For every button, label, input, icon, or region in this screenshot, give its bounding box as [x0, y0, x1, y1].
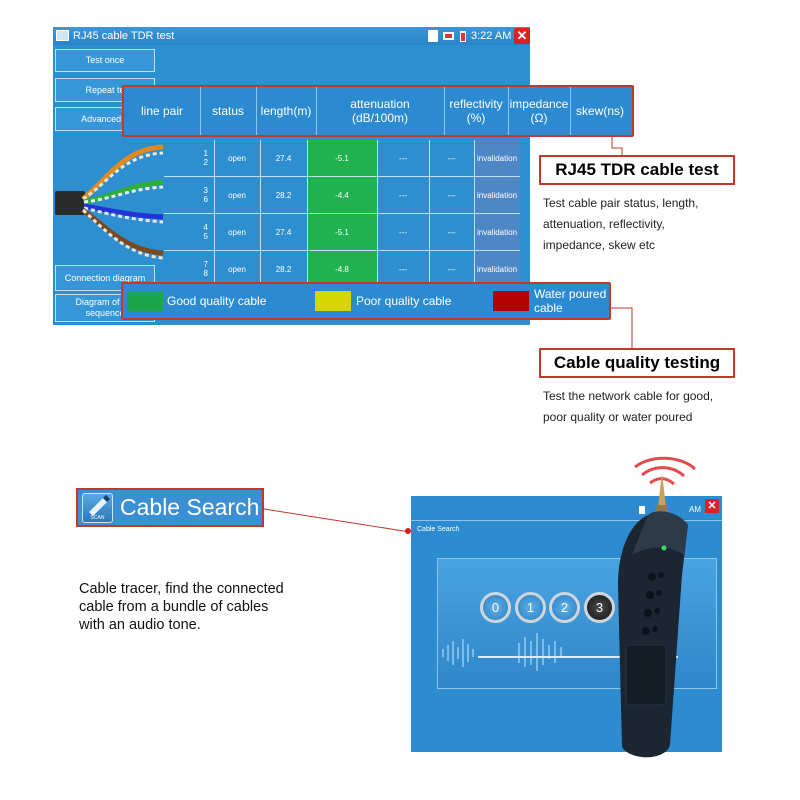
pair-pin-a: 7: [203, 260, 208, 269]
impedance-cell: invalidation: [474, 140, 520, 176]
column-header: line pair: [124, 87, 201, 135]
column-header: length(m): [256, 87, 317, 135]
tdr-test-screen: RJ45 cable TDR test 3:22 AM ✕ Test once …: [53, 27, 530, 325]
water-poured-swatch: [493, 291, 529, 311]
sd-card-icon: [639, 506, 645, 514]
quality-test-description: Test the network cable for good, poor qu…: [543, 389, 714, 424]
impedance-r-cell: ---: [447, 264, 456, 274]
column-divider: [474, 140, 475, 288]
scan-icon: SCAN: [82, 493, 113, 523]
status-cell: open: [228, 227, 246, 237]
attenuation-cell: -4.4: [307, 177, 377, 213]
column-header: reflectivity (%): [444, 87, 509, 135]
column-divider: [377, 140, 378, 288]
reflectivity-cell: ---: [399, 227, 407, 237]
reflectivity-cell: ---: [399, 190, 407, 200]
length-cell: 28.2: [275, 190, 292, 200]
close-icon[interactable]: ✕: [514, 28, 530, 44]
good-quality-label: Good quality cable: [167, 294, 267, 308]
status-cell: open: [228, 153, 246, 163]
length-cell: 27.4: [275, 153, 292, 163]
impedance-cell: invalidation: [474, 251, 520, 287]
close-icon[interactable]: ✕: [705, 499, 719, 513]
pair-pin-b: 6: [203, 195, 208, 204]
poor-quality-label: Poor quality cable: [356, 294, 452, 308]
sd-card-icon: [428, 30, 438, 42]
pair-pin-b: 2: [203, 158, 208, 167]
column-header: status: [200, 87, 257, 135]
row-divider: [164, 213, 520, 214]
pair-pin-a: 1: [203, 149, 208, 158]
tdr-title-bar: RJ45 cable TDR test 3:22 AM ✕: [53, 27, 530, 45]
column-divider: [260, 140, 261, 288]
cable-search-label: Cable Search: [120, 494, 260, 520]
poor-quality-swatch: [315, 291, 351, 311]
impedance-cell: invalidation: [474, 177, 520, 213]
channel-0-button[interactable]: 0: [480, 592, 511, 623]
column-divider: [214, 140, 215, 288]
impedance-r-cell: ---: [447, 153, 456, 163]
attenuation-cell: -5.1: [307, 214, 377, 250]
cable-pairs-illustration: [55, 144, 164, 260]
column-divider: [429, 140, 430, 288]
cable-search-window-title: Cable Search: [417, 526, 460, 533]
length-cell: 28.2: [275, 264, 292, 274]
cable-quality-legend: Good quality cable Poor quality cable Wa…: [121, 282, 611, 320]
attenuation-cell: -5.1: [307, 140, 377, 176]
pair-pin-b: 8: [203, 269, 208, 278]
channel-1-button[interactable]: 1: [515, 592, 546, 623]
good-quality-swatch: [127, 291, 163, 311]
tdr-test-description: Test cable pair status, length, attenuat…: [543, 196, 699, 252]
pair-pin-b: 5: [203, 232, 208, 241]
clock: AM: [689, 505, 701, 514]
battery-icon: [459, 30, 467, 42]
quality-test-callout-title: Cable quality testing: [539, 348, 735, 378]
status-cell: open: [228, 264, 246, 274]
channel-3-button[interactable]: 3: [584, 592, 615, 623]
impedance-cell: invalidation: [474, 214, 520, 250]
tdr-window-title: RJ45 cable TDR test: [73, 30, 175, 42]
column-header: attenuation (dB/100m): [316, 87, 445, 135]
scan-icon-label: SCAN: [90, 515, 105, 521]
column-header: impedance (Ω): [508, 87, 571, 135]
impedance-r-cell: ---: [447, 227, 456, 237]
network-status-icon: [442, 30, 455, 42]
test-once-button[interactable]: Test once: [55, 49, 155, 72]
title-divider: [411, 520, 722, 521]
water-poured-label: Water poured cable: [534, 287, 607, 315]
pair-pin-a: 4: [203, 223, 208, 232]
column-header: skew(ns): [575, 104, 624, 118]
row-divider: [164, 250, 520, 251]
cable-search-app-button[interactable]: SCAN Cable Search: [76, 488, 264, 527]
reflectivity-cell: ---: [399, 153, 407, 163]
impedance-r-cell: ---: [447, 190, 456, 200]
reflectivity-cell: ---: [399, 264, 407, 274]
cable-search-title-bar: Cable Search AM ✕: [411, 496, 722, 533]
tdr-test-callout-title: RJ45 TDR cable test: [539, 155, 735, 185]
pair-pin-a: 3: [203, 186, 208, 195]
status-cell: open: [228, 190, 246, 200]
cable-search-description: Cable tracer, find the connected cable f…: [79, 581, 284, 633]
length-cell: 27.4: [275, 227, 292, 237]
app-icon: [56, 30, 69, 41]
row-divider: [164, 176, 520, 177]
clock: 3:22 AM: [471, 30, 512, 42]
cable-tracer-probe-illustration: [618, 456, 697, 758]
channel-2-button[interactable]: 2: [549, 592, 580, 623]
column-divider: [307, 140, 308, 288]
attenuation-cell: -4.8: [307, 251, 377, 287]
